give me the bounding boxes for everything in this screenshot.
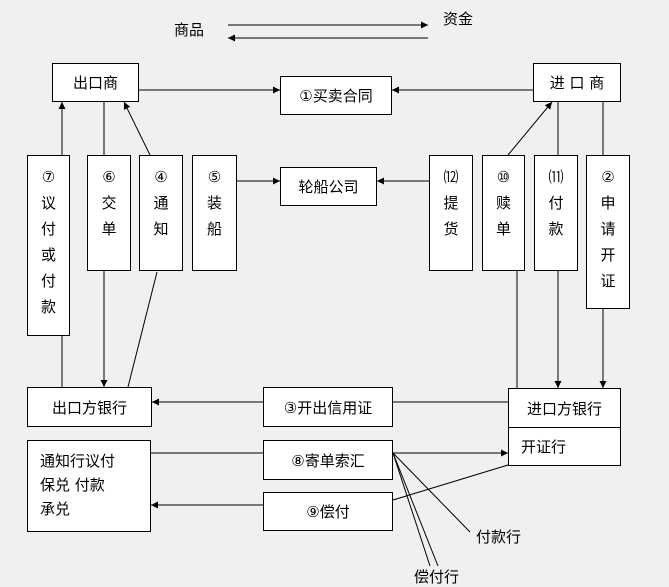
step-char: 船 bbox=[206, 220, 222, 238]
step-char: 装 bbox=[206, 194, 222, 212]
step-box-2: ② 申 请 开 证 bbox=[586, 155, 630, 309]
step-char: 款 bbox=[40, 298, 56, 316]
paying-bank-label: 付款行 bbox=[476, 528, 522, 546]
reimbursing-bank-label: 偿付行 bbox=[414, 568, 460, 586]
step-char: 付 bbox=[40, 272, 56, 290]
letter-of-credit-box: ③开出信用证 bbox=[263, 387, 393, 427]
step-box-12: ⑿ 提 货 bbox=[429, 155, 473, 271]
reimburse-diag bbox=[392, 464, 509, 501]
step-char: 单 bbox=[495, 220, 511, 238]
step-box-7: ⑦ 议 付 或 付 款 bbox=[27, 155, 70, 336]
step-num: ⑾ bbox=[548, 168, 564, 186]
step-char: 单 bbox=[101, 220, 117, 238]
step-char: 款 bbox=[548, 220, 564, 238]
step-box-4: ④ 通 知 bbox=[139, 155, 183, 271]
step10-arrow bbox=[507, 101, 553, 156]
step-char: 赎 bbox=[495, 194, 511, 212]
step-box-10: ⑩ 赎 单 bbox=[482, 155, 525, 271]
shipping-company-box: 轮船公司 bbox=[280, 167, 377, 206]
importer-bank-label: 进口方银行 bbox=[509, 389, 620, 428]
step-box-6: ⑥ 交 单 bbox=[87, 155, 131, 271]
step-char: 请 bbox=[600, 220, 616, 238]
step-num: ⑦ bbox=[41, 168, 56, 186]
step-num: ⑤ bbox=[207, 168, 222, 186]
legend-funds: 资金 bbox=[443, 10, 474, 28]
paying-bank-leader bbox=[392, 452, 471, 533]
step-num: ⑩ bbox=[496, 168, 511, 186]
reimbursing-bank-leader-1 bbox=[392, 452, 439, 567]
step-num: ⑿ bbox=[443, 168, 459, 186]
importer-box: 进 口 商 bbox=[533, 63, 621, 102]
step-char: 通 bbox=[153, 194, 169, 212]
reimburse-box: ⑨偿付 bbox=[263, 492, 393, 531]
step4-line bbox=[127, 271, 158, 388]
step-char: 交 bbox=[101, 194, 117, 212]
step-char: 知 bbox=[153, 220, 169, 238]
step-char: 申 bbox=[600, 194, 616, 212]
step-char: 证 bbox=[600, 272, 616, 290]
step-num: ② bbox=[601, 168, 615, 186]
issuing-bank-label: 开证行 bbox=[521, 438, 567, 456]
advising-bank-box: 通知行议付 保兑 付款 承兑 bbox=[27, 440, 151, 532]
step-box-11: ⑾ 付 款 bbox=[534, 155, 578, 271]
step-char: 提 bbox=[443, 194, 459, 212]
step4-arrow bbox=[123, 101, 151, 156]
exporter-box: 出口商 bbox=[52, 63, 139, 102]
contract-box: ①买卖合同 bbox=[280, 76, 392, 115]
send-docs-box: ⑧寄单索汇 bbox=[263, 440, 393, 480]
step-num: ⑥ bbox=[102, 168, 116, 186]
step-char: 货 bbox=[443, 220, 459, 238]
step-num: ④ bbox=[154, 168, 168, 186]
exporter-bank-box: 出口方银行 bbox=[27, 387, 152, 427]
step-box-5: ⑤ 装 船 bbox=[192, 155, 237, 271]
legend-goods: 商品 bbox=[174, 21, 205, 39]
reimbursing-bank-leader-2 bbox=[392, 452, 431, 567]
step-char: 开 bbox=[600, 246, 616, 264]
step-char: 付 bbox=[40, 220, 56, 238]
step-char: 或 bbox=[40, 246, 56, 264]
step-char: 付 bbox=[548, 194, 564, 212]
step-char: 议 bbox=[40, 194, 56, 212]
importer-bank-box: 进口方银行 开证行 bbox=[508, 388, 621, 466]
